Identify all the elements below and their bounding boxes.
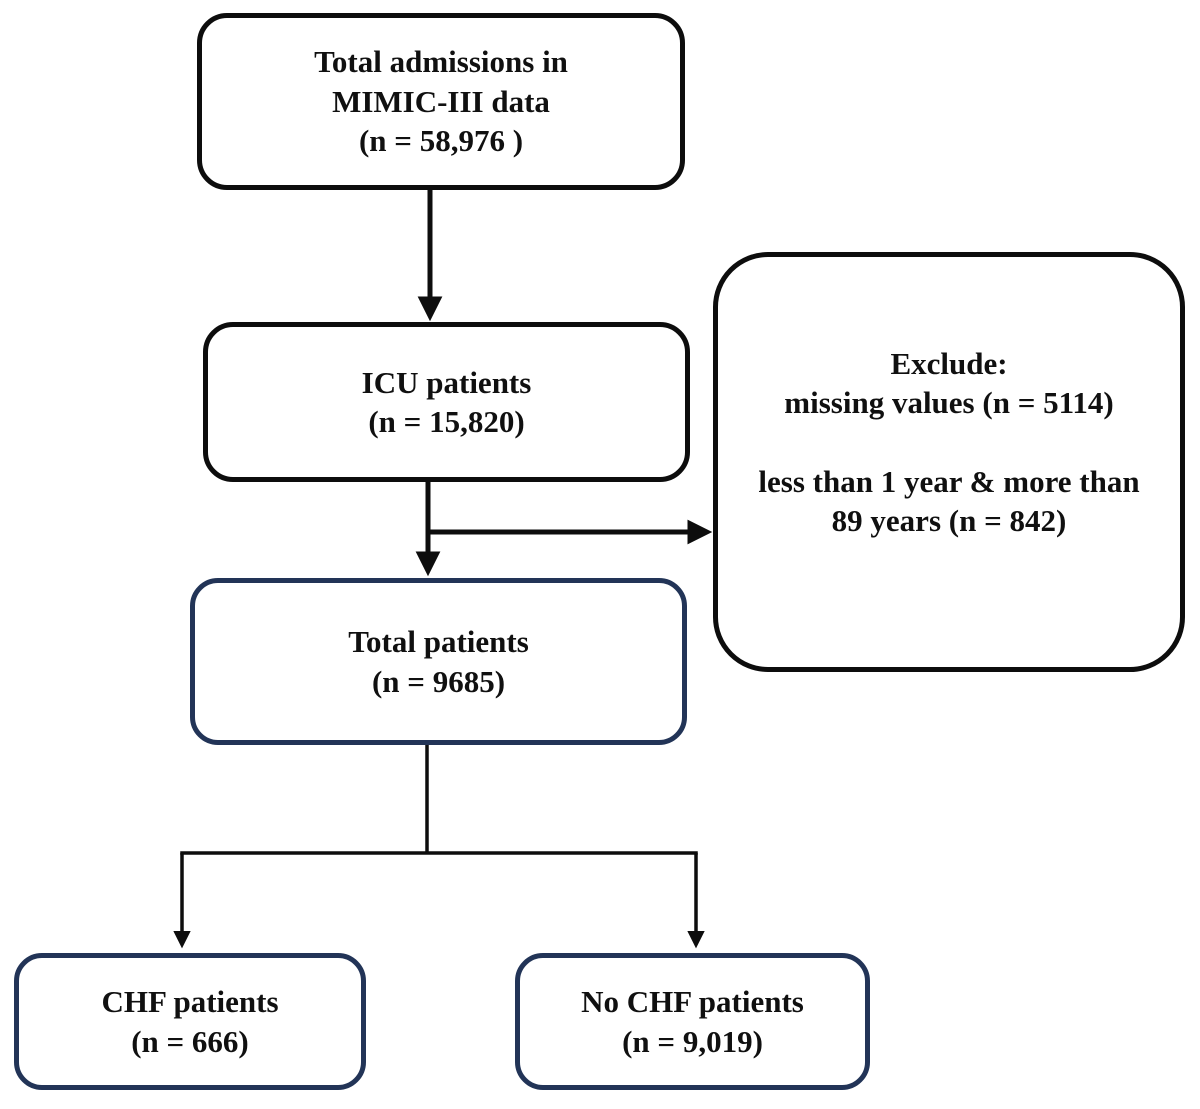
node-exclude: Exclude: missing values (n = 5114) less … (713, 252, 1185, 672)
node-exclude-label: Exclude: missing values (n = 5114) less … (758, 345, 1140, 539)
node-total-patients: Total patients (n = 9685) (190, 578, 687, 745)
node-chf-patients: CHF patients (n = 666) (14, 953, 366, 1090)
node-icu-patients-label: ICU patients (n = 15,820) (361, 364, 532, 439)
node-icu-patients: ICU patients (n = 15,820) (203, 322, 690, 482)
node-total-patients-label: Total patients (n = 9685) (348, 624, 529, 699)
node-no-chf-patients: No CHF patients (n = 9,019) (515, 953, 870, 1090)
node-no-chf-patients-label: No CHF patients (n = 9,019) (581, 984, 804, 1059)
node-total-admissions-label: Total admissions in MIMIC-III data (n = … (314, 44, 568, 159)
node-chf-patients-label: CHF patients (n = 666) (101, 984, 279, 1059)
node-total-admissions: Total admissions in MIMIC-III data (n = … (197, 13, 685, 190)
